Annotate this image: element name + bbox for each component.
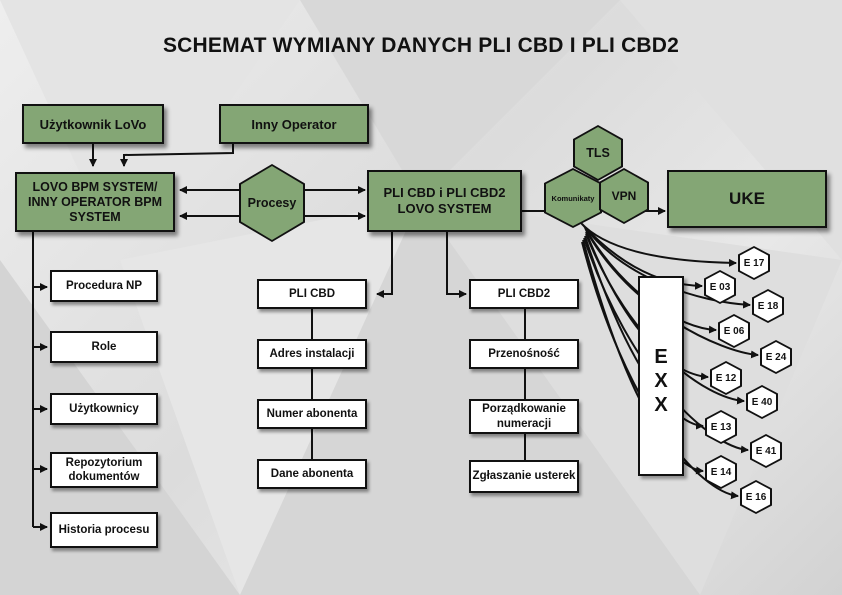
pli-cbd2-zglaszanie-box: Zgłaszanie usterek	[469, 460, 579, 493]
komunikaty-label: Komunikaty	[546, 170, 600, 226]
e-code-label: E 24	[762, 342, 790, 372]
pli-lovo-system-box: PLI CBD i PLI CBD2 LOVO SYSTEM	[367, 170, 522, 232]
e-code-label: E 12	[712, 363, 740, 393]
pli-cbd2-porzadkowanie-box: Porządkowanie numeracji	[469, 399, 579, 434]
procesy-label: Procesy	[241, 166, 303, 240]
exx-box: E X X	[638, 276, 684, 476]
e-code-label: E 18	[754, 291, 782, 321]
bpm-item-repozytorium: Repozytorium dokumentów	[50, 452, 158, 488]
e-code-label: E 16	[742, 482, 770, 512]
lovo-bpm-system-box: LOVO BPM SYSTEM/ INNY OPERATOR BPM SYSTE…	[15, 172, 175, 232]
e-code-label: E 14	[707, 457, 735, 487]
vpn-label: VPN	[601, 170, 647, 222]
diagram-title: SCHEMAT WYMIANY DANYCH PLI CBD I PLI CBD…	[162, 34, 680, 57]
exx-letter-e: E	[654, 346, 668, 368]
pli-cbd-adres-box: Adres instalacji	[257, 339, 367, 369]
e-code-label: E 40	[748, 387, 776, 417]
e-code-label: E 06	[720, 316, 748, 346]
inny-operator-box: Inny Operator	[219, 104, 369, 144]
e-code-label: E 17	[740, 248, 768, 278]
exx-letter-x1: X	[654, 370, 668, 392]
bpm-item-role: Role	[50, 331, 158, 363]
pli-cbd-header-box: PLI CBD	[257, 279, 367, 309]
e-code-label: E 13	[707, 412, 735, 442]
pli-cbd-numer-box: Numer abonenta	[257, 399, 367, 429]
bpm-item-procedura-np: Procedura NP	[50, 270, 158, 302]
tls-label: TLS	[575, 127, 621, 179]
bpm-item-uzytkownicy: Użytkownicy	[50, 393, 158, 425]
e-code-label: E 41	[752, 436, 780, 466]
uzytkownik-lovo-box: Użytkownik LoVo	[22, 104, 164, 144]
pli-cbd2-header-box: PLI CBD2	[469, 279, 579, 309]
e-code-label: E 03	[706, 272, 734, 302]
exx-letter-x2: X	[654, 394, 668, 416]
komunikaty-hexagon: Komunikaty	[544, 168, 602, 228]
pli-cbd-dane-box: Dane abonenta	[257, 459, 367, 489]
procesy-hexagon: Procesy	[239, 164, 305, 242]
vpn-hexagon: VPN	[599, 168, 649, 224]
bpm-item-historia: Historia procesu	[50, 512, 158, 548]
uke-box: UKE	[667, 170, 827, 228]
pli-cbd2-przenosnosc-box: Przenośność	[469, 339, 579, 369]
